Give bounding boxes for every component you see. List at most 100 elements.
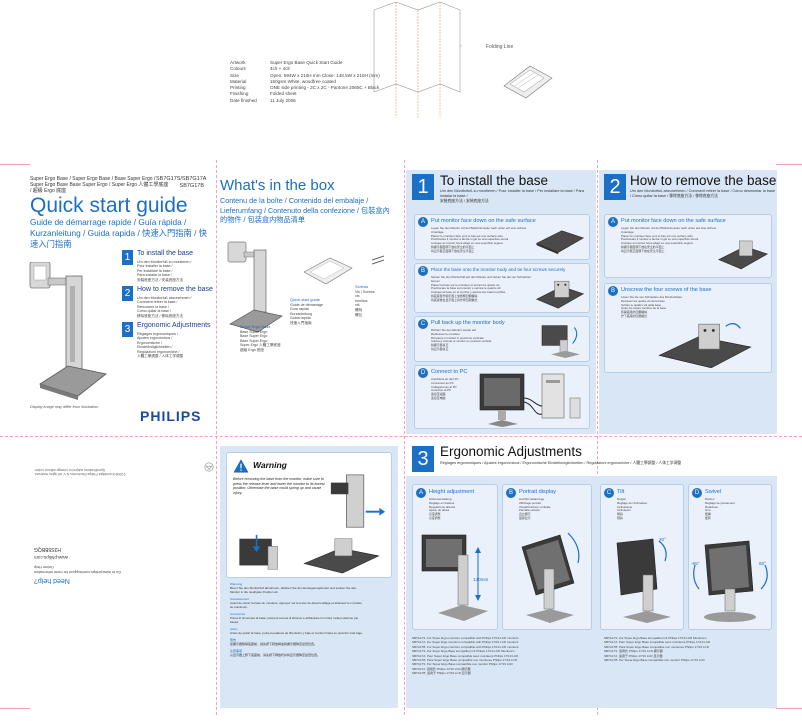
step-subtitle: Réglages ergonomiques / Ajustes ergonómi… [440, 461, 682, 465]
fold-line-1 [216, 160, 217, 715]
need-help-text: Go to www.philips.com/support for more i… [34, 565, 122, 574]
section-number: 2 [122, 286, 133, 301]
cover-note: Display image may differ from illustrati… [30, 405, 99, 409]
support-url[interactable]: www.philips.com [34, 555, 68, 560]
spec-key: Artwork [230, 60, 246, 65]
box-title: What's in the box [220, 177, 335, 194]
remove-card-b: B Unscrew the four screws of the base Lö… [604, 283, 772, 373]
list-item: Screws [355, 284, 369, 289]
warning-translation-heading: Aviso [230, 627, 238, 631]
warning-translation-text: Avant de retirer la base du moniteur, ap… [230, 601, 363, 609]
box-contents-illustration [227, 241, 385, 333]
monitor-face-down-icon [718, 240, 768, 270]
height-adjust-illustration [421, 534, 488, 621]
warning-box: Warning Before removing the base from th… [226, 452, 392, 578]
install-card-c: C Pull back up the monitor body Richten … [414, 316, 590, 362]
card-text: Legen Sie den Monitor mit der Bildschirm… [431, 226, 527, 253]
card-title: Tilt [617, 489, 625, 495]
spec-value: 4clr + 4clr [270, 66, 291, 72]
monitor-face-down-icon [535, 230, 585, 255]
box-subtitle: Contenu de la boîte / Contenido del emba… [220, 196, 390, 224]
card-text: Höhenverstellung Réglage en hauteur Rego… [429, 497, 456, 520]
list-item: Guida rapida [290, 316, 311, 321]
section-item-ergonomic[interactable]: 3 Ergonomic Adjustments Réglages ergonom… [122, 322, 222, 358]
list-item: Vis / Screws [355, 289, 375, 294]
swivel-left-value: -65° [691, 561, 700, 566]
list-item: 快速入門指南 [290, 320, 312, 325]
section-number: 1 [122, 250, 133, 265]
card-letter: A [418, 217, 428, 227]
spec-row: Finishing Folded sheet [230, 91, 380, 97]
list-item: vis [355, 294, 360, 299]
card-text: Lösen Sie die vier Schrauben des Monitor… [621, 295, 682, 318]
card-title: Unscrew the four screws of the base [621, 287, 712, 293]
list-item: Base Super Ergo [240, 334, 268, 339]
spec-key: Date finished [230, 97, 257, 103]
spec-value: Folded sheet [270, 91, 297, 97]
tilt-angle-value: 20° [659, 537, 666, 542]
trim-line-top [0, 164, 30, 165]
document-code: H3S5BBQG [34, 546, 61, 552]
section-subtitle: Réglages ergonomiques / Ajustes ergonómi… [137, 332, 184, 359]
card-text: Legen Sie den Monitor mit der Bildschirm… [621, 226, 717, 253]
list-item: 螺絲 [355, 307, 363, 312]
trim-line-bottom [0, 708, 30, 709]
card-text: Hochformatanzeige Affichage portrait Vis… [519, 497, 551, 520]
warning-translation-text: Prima di rimuovere la base, premere la l… [230, 616, 359, 624]
folding-line-label: Folding Line [486, 44, 514, 50]
warning-translation-text: Bevor Sie den Monitorfuß abnehmen, drück… [230, 586, 357, 594]
step-title: How to remove the base [630, 173, 777, 188]
warning-title: Warning [253, 460, 287, 470]
section-number: 3 [122, 322, 133, 337]
step-subtitle: Um den Monitorfuß abzunehmen / Comment r… [630, 189, 775, 198]
list-item: Kurzanleitung [290, 311, 312, 316]
card-title: Height adjustment [429, 489, 475, 495]
ergo-card-tilt: C Tilt Neigen Réglage de l'inclinaison I… [600, 484, 684, 630]
swivel-illustration [693, 540, 768, 622]
copyright-text: ©2006 Koninklijke Philips Electronics N.… [34, 467, 126, 476]
spec-key: Finishing [230, 91, 249, 97]
card-letter: C [418, 319, 428, 329]
trim-line-bottom-right [776, 708, 802, 709]
warning-text: Before removing the base from the monito… [233, 477, 325, 495]
fold-mark-middle [0, 436, 802, 437]
card-text: Neigen Réglage de l'inclinaison Inclinaz… [617, 497, 648, 520]
spec-key: Size [230, 72, 239, 78]
section-title: How to remove the base [137, 286, 213, 293]
card-letter: B [506, 488, 516, 498]
ergo-card-portrait: B Portrait display Hochformatanzeige Aff… [502, 484, 592, 630]
warning-translation-heading: Warnung [230, 582, 243, 586]
spec-key: Material [230, 78, 247, 84]
card-letter: D [692, 488, 702, 498]
list-item: tornillos [355, 298, 368, 303]
height-range-value: 130mm [473, 577, 489, 582]
step-subtitle: Um den Monitorfuß zu montieren / Pour in… [440, 189, 584, 203]
warning-translation-item: 注意事项从显示器上卸下底座前，请先按下释放杆并将显示器降至最低位置。 [230, 649, 365, 657]
list-item: Guía rápida [290, 307, 309, 312]
card-title: Portrait display [519, 489, 556, 495]
list-item: 螺丝 [355, 312, 363, 317]
portrait-rotate-illustration [521, 532, 580, 623]
tilt-illustration [616, 538, 671, 623]
spec-value: ONE side printing - 2C x 2C - Pantone 20… [270, 85, 380, 91]
step-number: 3 [412, 446, 434, 472]
step-title: Ergonomic Adjustments [440, 444, 582, 459]
cover-models: SB7G17S/SB7G17A SB7G17B [156, 176, 207, 189]
back-panel: Need help? Go to www.philips.com/support… [28, 440, 218, 590]
folded-booklet-icon [503, 65, 553, 99]
section-item-remove[interactable]: 2 How to remove the base Um den Monitorf… [122, 286, 222, 322]
card-letter: C [604, 488, 614, 498]
warning-translation-heading: 警告 [230, 638, 237, 642]
section-item-install[interactable]: 1 To install the base Um den Monitorfuß … [122, 250, 222, 286]
warning-translation-heading: Avvertenza [230, 612, 245, 616]
list-item: Base Super Ergo [240, 338, 268, 343]
warning-translation-item: 警告從顯示器移除底座前，請先按下釋放桿並將顯示器降至最低位置。 [230, 638, 365, 646]
warning-translation-text: 從顯示器移除底座前，請先按下釋放桿並將顯示器降至最低位置。 [230, 642, 318, 646]
